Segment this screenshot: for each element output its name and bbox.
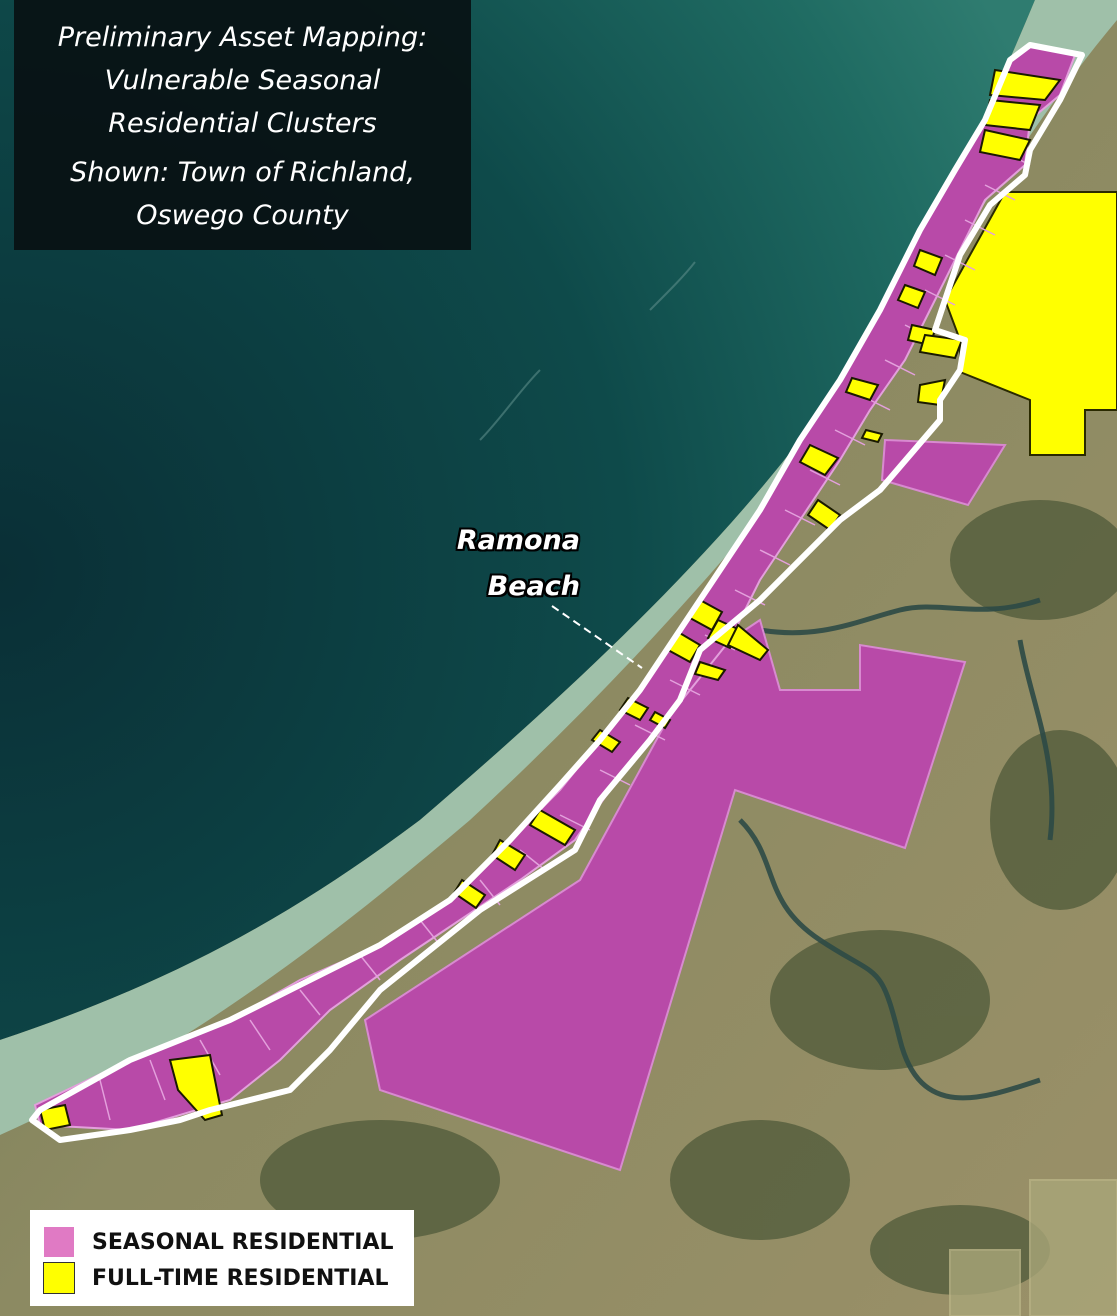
study-area-outline	[29, 42, 1085, 1143]
seasonal-parcel-large	[363, 618, 967, 1172]
legend: SEASONAL RESIDENTIAL FULL-TIME RESIDENTI…	[30, 1210, 414, 1306]
legend-swatch-seasonal	[44, 1227, 74, 1257]
title-line-5: Oswego County	[136, 200, 349, 231]
boat-wake	[479, 261, 696, 441]
legend-swatch-full-time	[43, 1262, 75, 1294]
place-label-line-2: Beach	[487, 571, 580, 602]
legend-label-full-time: FULL-TIME RESIDENTIAL	[92, 1265, 389, 1291]
place-label-ramona-beach: Ramona Beach	[400, 518, 580, 610]
legend-item-seasonal: SEASONAL RESIDENTIAL	[44, 1224, 414, 1260]
title-line-3: Residential Clusters	[108, 108, 377, 139]
title-line-1: Preliminary Asset Mapping:	[57, 22, 428, 53]
legend-label-seasonal: SEASONAL RESIDENTIAL	[92, 1229, 394, 1255]
place-leader-line	[551, 605, 643, 669]
marsh-streams	[738, 597, 1055, 1101]
title-line-4: Shown: Town of Richland,	[70, 157, 415, 188]
legend-item-full-time: FULL-TIME RESIDENTIAL	[43, 1260, 414, 1296]
place-label-line-1: Ramona	[456, 525, 580, 556]
lake-water	[0, 0, 1035, 1040]
farm-fields	[949, 1179, 1117, 1316]
title-line-2: Vulnerable Seasonal	[104, 65, 381, 96]
map-title: Preliminary Asset Mapping: Vulnerable Se…	[14, 0, 471, 250]
full-time-block-large	[943, 191, 1117, 456]
